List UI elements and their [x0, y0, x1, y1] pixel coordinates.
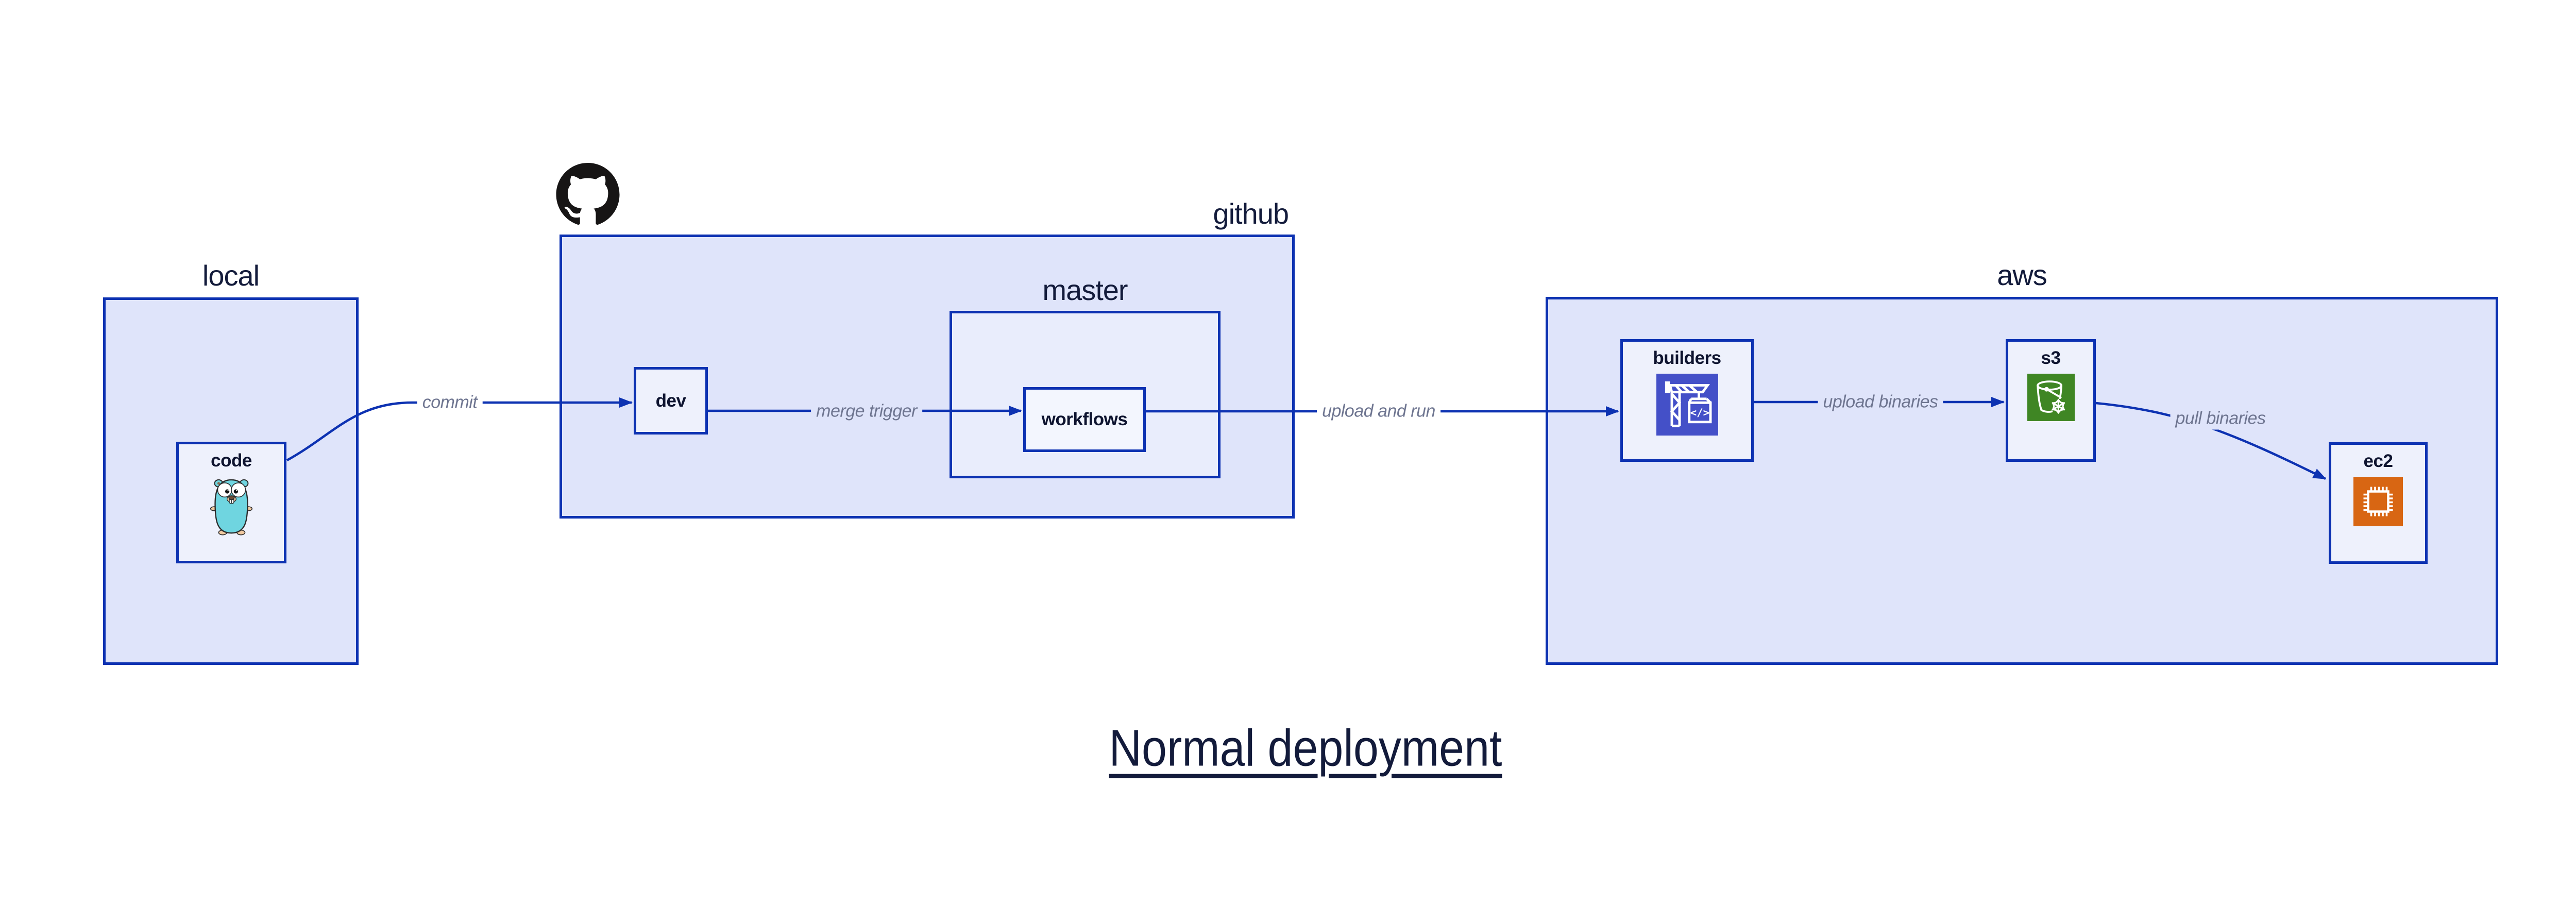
- node-workflows-label: workflows: [1041, 409, 1128, 429]
- node-builders-label: builders: [1653, 348, 1721, 368]
- node-ec2: ec2: [2329, 442, 2428, 564]
- container-local-label: local: [202, 259, 260, 292]
- github-octocat-icon: [555, 163, 620, 229]
- go-gopher-icon: [208, 476, 255, 540]
- node-s3: s3: [2006, 339, 2096, 462]
- edge-label-pull-binaries: pull binaries: [2170, 407, 2271, 430]
- edge-label-commit: commit: [417, 391, 483, 414]
- node-dev-label: dev: [655, 390, 686, 411]
- node-code-label: code: [211, 450, 252, 471]
- container-github-label: github: [1213, 197, 1289, 230]
- node-builders: builders </>: [1620, 339, 1754, 462]
- container-master-label: master: [1042, 274, 1128, 306]
- diagram-title: Normal deployment: [1109, 719, 1502, 777]
- aws-codebuild-icon: </>: [1656, 374, 1718, 438]
- edge-label-merge-trigger: merge trigger: [811, 400, 922, 423]
- aws-s3-glacier-bucket-icon: [2027, 374, 2075, 424]
- svg-text:</>: </>: [1690, 407, 1709, 419]
- node-workflows: workflows: [1023, 387, 1146, 452]
- node-dev: dev: [634, 367, 708, 435]
- node-s3-label: s3: [2041, 348, 2061, 368]
- aws-ec2-chip-icon: [2353, 477, 2403, 529]
- container-aws-label: aws: [1997, 259, 2047, 291]
- node-code: code: [176, 442, 286, 563]
- edge-label-upload-and-run: upload and run: [1317, 400, 1440, 423]
- edge-label-upload-binaries: upload binaries: [1818, 391, 1943, 413]
- node-ec2-label: ec2: [2363, 451, 2393, 471]
